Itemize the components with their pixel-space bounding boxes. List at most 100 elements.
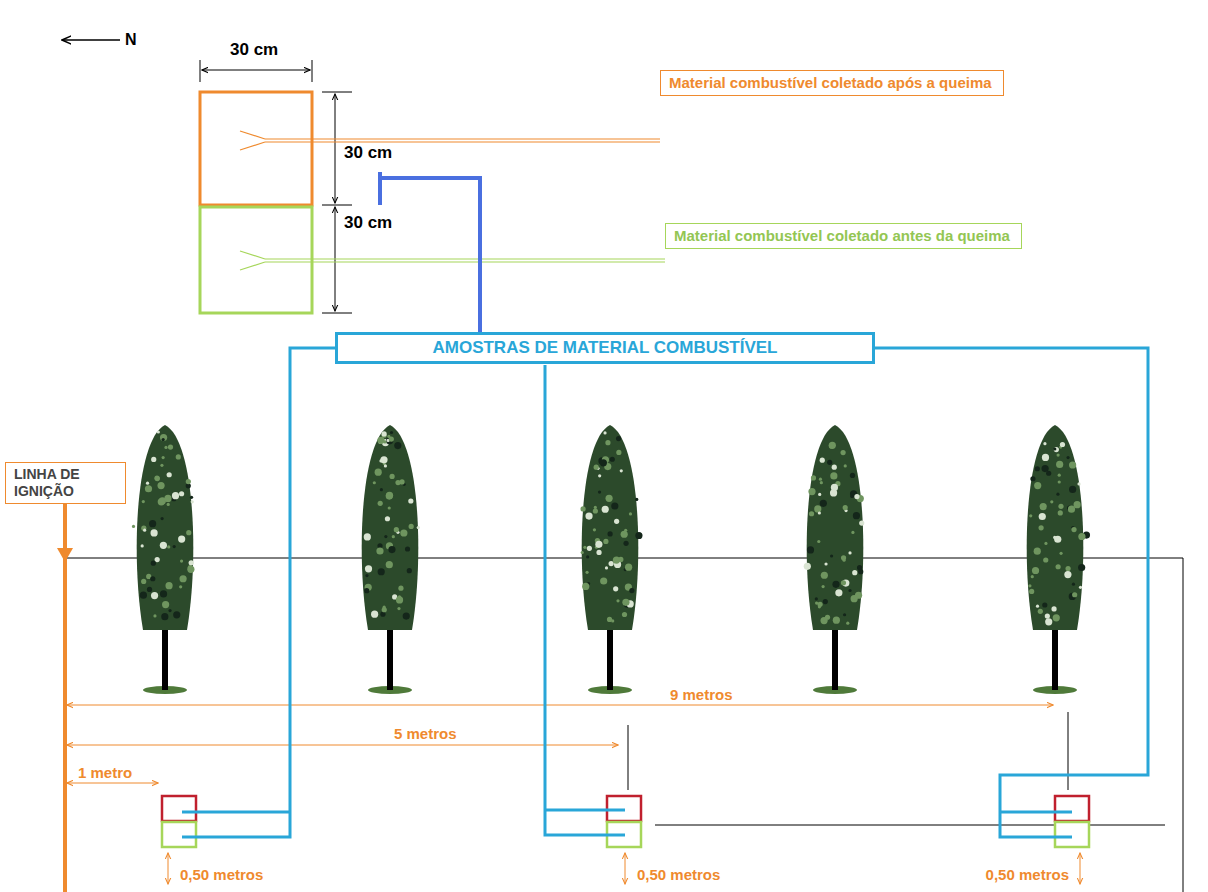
leaf-dot — [586, 555, 589, 558]
leaf-dot — [1032, 567, 1039, 574]
north-arrow — [62, 39, 120, 41]
leaf-dot — [386, 561, 393, 568]
leaf-dot — [168, 609, 171, 612]
sample-leader — [182, 348, 335, 837]
leaf-dot — [820, 500, 827, 507]
leaf-dot — [1074, 501, 1081, 508]
leaf-dot — [388, 546, 395, 553]
leaf-dot — [162, 438, 165, 441]
leaf-dot — [382, 431, 387, 436]
leaf-dot — [141, 579, 146, 584]
leaf-dot — [160, 590, 167, 597]
dimension-arrow — [335, 94, 336, 203]
leaf-dot — [585, 512, 592, 519]
leaf-dot — [609, 561, 614, 566]
leaf-dot — [852, 570, 857, 575]
leaf-dot — [147, 587, 152, 592]
leaf-dot — [594, 506, 597, 509]
leaf-dot — [581, 551, 584, 554]
leaf-dot — [809, 511, 814, 516]
leaf-dot — [1058, 510, 1063, 515]
leaf-dot — [394, 442, 401, 449]
leaf-dot — [850, 473, 855, 478]
leaf-dot — [378, 568, 385, 575]
leaf-dot — [178, 535, 185, 542]
leaf-dot — [376, 547, 383, 554]
leaf-dot — [167, 503, 170, 506]
node-text: Material combustível coletado após a que… — [669, 74, 995, 92]
leaf-dot — [380, 456, 387, 463]
dimension-label: 30 cm — [342, 143, 394, 163]
leaf-dot — [1054, 536, 1061, 543]
leaf-dot — [168, 445, 173, 450]
dimension-label: 1 metro — [76, 764, 134, 781]
leaf-dot — [1053, 614, 1060, 621]
leaf-dot — [613, 586, 618, 591]
leaf-dot — [1065, 566, 1070, 571]
leaf-dot — [596, 550, 601, 555]
leaf-dot — [1034, 548, 1041, 555]
leaf-dot — [616, 450, 621, 455]
leaf-dot — [179, 575, 186, 582]
leaf-dot — [582, 583, 589, 590]
leaf-dot — [386, 492, 393, 499]
leaf-dot — [825, 615, 830, 620]
leaf-dot — [614, 519, 619, 524]
leaf-dot — [807, 546, 814, 553]
leaf-dot — [815, 597, 818, 600]
samples-box: AMOSTRAS DE MATERIAL COMBUSTÍVEL — [335, 332, 875, 364]
dimension-tick — [628, 725, 629, 790]
leaf-dot — [187, 566, 194, 573]
leaf-dot — [417, 526, 420, 529]
leaf-dot — [841, 580, 846, 585]
leaf-dot — [593, 528, 596, 531]
leader-line — [265, 138, 660, 139]
leaf-dot — [146, 482, 149, 485]
leaf-dot — [608, 531, 613, 536]
leaf-dot — [132, 525, 135, 528]
dimension-arrow — [1080, 853, 1081, 884]
leaf-dot — [830, 554, 833, 557]
leaf-dot — [191, 500, 194, 503]
leaf-dot — [1045, 613, 1050, 618]
leaf-dot — [167, 472, 172, 477]
leaf-dot — [1030, 476, 1035, 481]
leaf-dot — [375, 469, 382, 476]
leaf-dot — [625, 564, 632, 571]
leaf-dot — [1035, 466, 1040, 471]
leaf-dot — [160, 542, 167, 549]
sample-after-square — [1055, 796, 1089, 821]
dimension-arrow — [67, 783, 158, 784]
leaf-dot — [140, 592, 147, 599]
leaf-dot — [830, 472, 837, 479]
leaf-dot — [371, 611, 378, 618]
leaf-dot — [380, 612, 385, 617]
leaf-dot — [1056, 564, 1061, 569]
leaf-dot — [613, 557, 620, 564]
leaf-dot — [829, 442, 836, 449]
leaf-dot — [605, 440, 610, 445]
leader-fork — [240, 251, 265, 259]
leaf-dot — [598, 490, 601, 493]
leaf-dot — [853, 512, 860, 519]
leaf-dot — [398, 586, 403, 591]
leaf-dot — [1040, 503, 1047, 510]
leaf-dot — [1072, 583, 1075, 586]
leaf-dot — [403, 613, 410, 620]
tree — [804, 425, 865, 694]
leaf-dot — [598, 474, 601, 477]
leaf-dot — [141, 526, 146, 531]
leaf-dot — [145, 485, 152, 492]
leaf-dot — [409, 524, 414, 529]
leaf-dot — [808, 488, 815, 495]
leaf-dot — [851, 595, 858, 602]
leaf-dot — [1077, 482, 1080, 485]
leaf-dot — [843, 613, 846, 616]
leaf-dot — [1028, 584, 1031, 587]
leaf-dot — [831, 484, 838, 491]
leaf-dot — [394, 527, 399, 532]
leaf-dot — [1036, 605, 1039, 608]
leader-line — [265, 261, 665, 262]
leaf-dot — [804, 563, 811, 570]
leaf-dot — [1059, 552, 1062, 555]
